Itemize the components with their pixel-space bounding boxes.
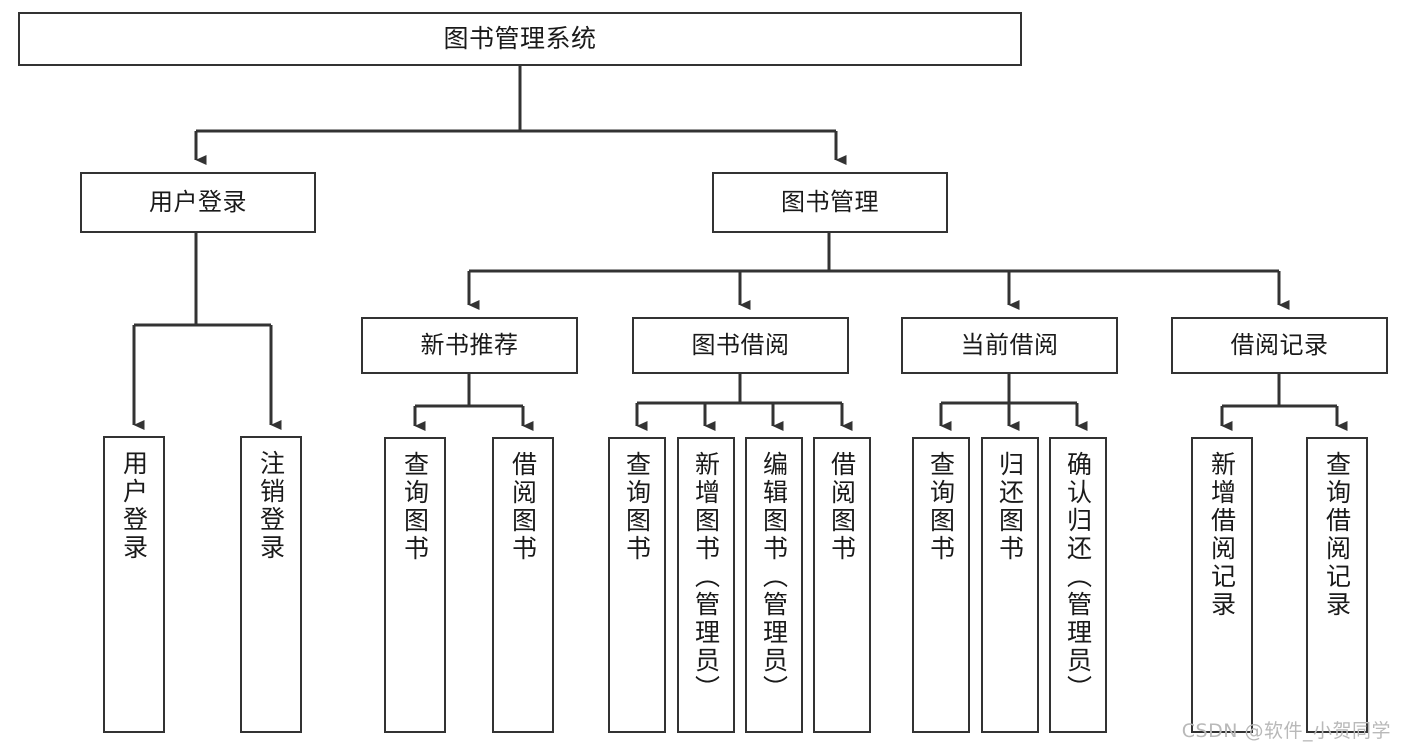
leaf-user-login-logout[interactable]: 注销登录 (240, 436, 302, 733)
leaf-borrow-query-book[interactable]: 查询图书 (608, 437, 666, 733)
node-label: 借阅记录 (1230, 331, 1329, 360)
node-label: 查询图书 (400, 451, 430, 563)
node-label: 当前借阅 (960, 331, 1059, 360)
leaf-user-login-login[interactable]: 用户登录 (103, 436, 165, 733)
node-label: 新增借阅记录 (1207, 451, 1237, 619)
node-current-borrow[interactable]: 当前借阅 (901, 317, 1118, 374)
csdn-watermark: CSDN @软件_小贺同学 (1181, 720, 1391, 742)
node-root-system[interactable]: 图书管理系统 (18, 12, 1022, 66)
leaf-borrow-add-book-admin[interactable]: 新增图书（管理员） (677, 437, 735, 733)
node-label: 查询借阅记录 (1322, 451, 1352, 619)
node-label: 新增图书（管理员） (691, 451, 721, 703)
node-label: 借阅图书 (827, 451, 857, 563)
node-label: 图书管理系统 (443, 24, 597, 54)
node-user-login[interactable]: 用户登录 (80, 172, 316, 233)
node-label: 注销登录 (256, 450, 286, 562)
leaf-current-confirm-return-admin[interactable]: 确认归还（管理员） (1049, 437, 1107, 733)
node-label: 借阅图书 (508, 451, 538, 563)
leaf-borrow-edit-book-admin[interactable]: 编辑图书（管理员） (745, 437, 803, 733)
node-book-management[interactable]: 图书管理 (712, 172, 948, 233)
node-label: 归还图书 (995, 451, 1025, 563)
node-label: 查询图书 (622, 451, 652, 563)
node-label: 查询图书 (926, 451, 956, 563)
node-new-book-recommend[interactable]: 新书推荐 (361, 317, 578, 374)
leaf-records-query-record[interactable]: 查询借阅记录 (1306, 437, 1368, 733)
leaf-current-query-book[interactable]: 查询图书 (912, 437, 970, 733)
leaf-recommend-query-book[interactable]: 查询图书 (384, 437, 446, 733)
node-book-borrow[interactable]: 图书借阅 (632, 317, 849, 374)
leaf-recommend-borrow-book[interactable]: 借阅图书 (492, 437, 554, 733)
leaf-current-return-book[interactable]: 归还图书 (981, 437, 1039, 733)
leaf-records-add-record[interactable]: 新增借阅记录 (1191, 437, 1253, 733)
node-label: 编辑图书（管理员） (759, 451, 789, 703)
node-label: 图书借阅 (691, 331, 790, 360)
node-borrow-records[interactable]: 借阅记录 (1171, 317, 1388, 374)
node-label: 图书管理 (781, 188, 879, 217)
node-label: 新书推荐 (420, 331, 519, 360)
node-label: 用户登录 (119, 450, 149, 562)
node-label: 确认归还（管理员） (1063, 451, 1093, 703)
leaf-borrow-borrow-book[interactable]: 借阅图书 (813, 437, 871, 733)
node-label: 用户登录 (149, 188, 247, 217)
